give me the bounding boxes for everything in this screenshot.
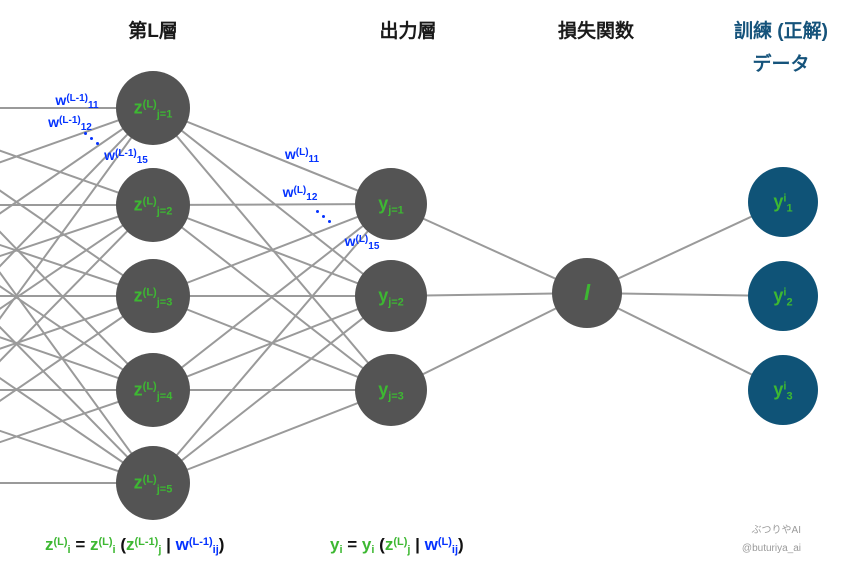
formula-token: w(L-1)ij: [175, 535, 219, 556]
connection-line: [152, 203, 392, 391]
connection-line: [586, 201, 784, 294]
weight-label: w(L)11: [284, 146, 320, 165]
z-node-label: z(L)j=5: [133, 472, 173, 496]
target-node-circle: [748, 261, 818, 331]
target-node-circle: [748, 355, 818, 425]
connection-line: [0, 204, 154, 310]
connection-line: [0, 107, 154, 268]
header-layer-l: 第L層: [128, 21, 178, 42]
formula-token: w(L)ij: [424, 535, 459, 556]
connection-line: [0, 107, 154, 320]
target-node-label: yi2: [773, 285, 793, 309]
connection-line: [152, 295, 392, 484]
weight-dots-ellipsis: [316, 210, 332, 224]
y-node-label: yj=2: [378, 285, 404, 309]
connection-line: [0, 204, 154, 258]
weight-label: w(L)15: [344, 233, 380, 252]
z-node-label: z(L)j=2: [133, 194, 173, 218]
dot: [84, 132, 87, 135]
header-training-data-line1: 訓練 (正解): [734, 21, 828, 42]
dot: [90, 137, 93, 140]
connection-line: [152, 203, 392, 206]
dot: [316, 210, 319, 213]
watermark-name: ぶつりやAI: [751, 525, 801, 536]
connection-line: [152, 203, 392, 484]
formula-y: yi = yi (z(L)j | w(L)ij): [330, 535, 464, 556]
connection-line: [586, 292, 784, 391]
loss-node-label: l: [583, 280, 591, 305]
watermark: ぶつりやAI @buturiya_ai: [742, 522, 801, 558]
formula-token: yi: [330, 535, 343, 556]
connection-line: [0, 204, 154, 363]
formula-z: z(L)i = z(L)i (z(L-1)j | w(L-1)ij): [45, 535, 225, 556]
connection-line: [0, 107, 154, 164]
weight-dots-ellipsis: [84, 132, 100, 146]
header-loss-function: 損失関数: [557, 21, 635, 42]
formula-token: z(L)j: [384, 535, 411, 556]
target-node-circle: [748, 167, 818, 237]
header-training-data-line2: データ: [752, 54, 810, 75]
watermark-handle: @buturiya_ai: [741, 543, 801, 554]
weight-label: w(L)12: [282, 184, 318, 203]
dot: [96, 142, 99, 145]
formula-token: (: [115, 535, 126, 554]
formula-token: z(L)i: [89, 535, 116, 556]
z-node-circle: [116, 353, 190, 427]
y-node-label: yj=1: [378, 193, 404, 217]
target-node-label: yi3: [773, 379, 793, 403]
z-node-label: z(L)j=4: [133, 379, 173, 403]
y-node-label: yj=3: [378, 379, 404, 403]
dot: [328, 220, 331, 223]
connection-line: [390, 292, 588, 391]
y-node-circle: [355, 260, 427, 332]
connection-line: [0, 389, 154, 444]
formula-token: ): [218, 535, 225, 554]
z-node-circle: [116, 168, 190, 242]
formula-token: yi: [361, 535, 375, 556]
loss-node-circle: [552, 258, 622, 328]
connection-line: [152, 389, 392, 484]
weight-label: w(L-1)11: [55, 92, 99, 111]
z-node-circle: [116, 446, 190, 520]
weight-label: w(L-1)15: [104, 147, 148, 166]
connection-line: [152, 203, 392, 297]
formula-token: |: [410, 535, 425, 554]
formula-token: (: [374, 535, 385, 554]
formula-token: ): [458, 535, 464, 554]
y-node-circle: [355, 354, 427, 426]
weight-label: w(L-1)12: [48, 114, 92, 133]
connection-line: [0, 295, 154, 403]
formula-token: |: [161, 535, 176, 554]
y-node-circle: [355, 168, 427, 240]
connection-line: [152, 107, 392, 205]
z-node-circle: [116, 71, 190, 145]
formula-token: =: [70, 535, 90, 554]
formula-token: =: [342, 535, 362, 554]
target-node-label: yi1: [773, 191, 793, 215]
formula-token: z(L)i: [45, 535, 71, 556]
connection-line: [0, 325, 154, 484]
dot: [322, 215, 325, 218]
z-node-label: z(L)j=1: [133, 97, 173, 121]
connection-line: [152, 107, 392, 297]
header-output-layer: 出力層: [379, 21, 437, 42]
formula-token: z(L-1)j: [125, 535, 162, 556]
z-node-circle: [116, 259, 190, 333]
connection-line: [0, 107, 154, 215]
z-node-label: z(L)j=3: [133, 285, 173, 309]
